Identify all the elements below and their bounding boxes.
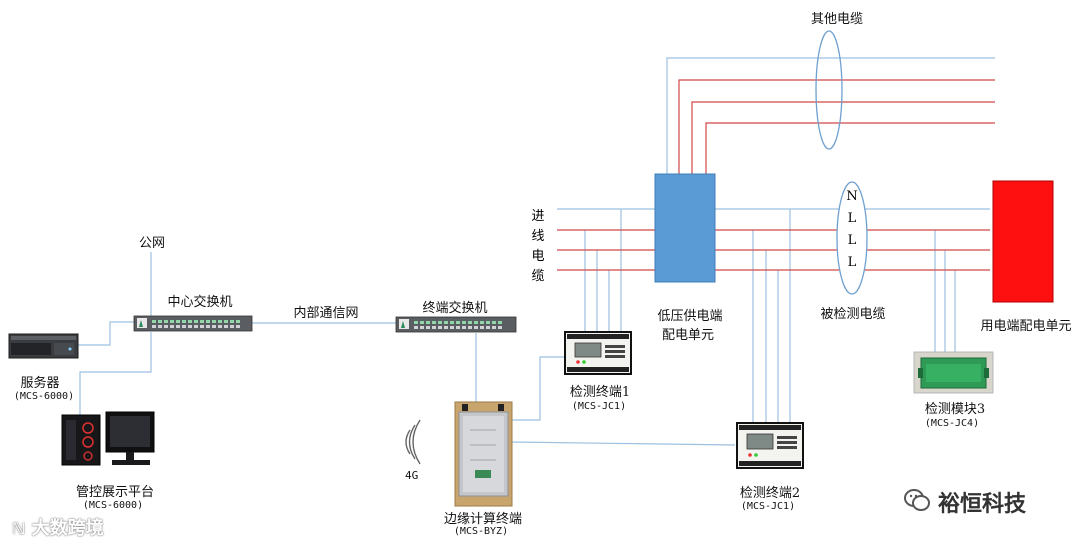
edge-terminal-model: (MCS-BYZ) [453, 526, 509, 537]
user-unit-label: 用电端配电单元 [980, 319, 1072, 334]
line-switch-to-server [78, 321, 134, 346]
detector-3-label: 检测模块3 [924, 402, 986, 417]
other-cable-ellipse [815, 30, 843, 150]
edge-terminal-device [454, 401, 513, 507]
server-device [8, 333, 79, 359]
other-cable-blue [666, 57, 995, 174]
console-device [61, 411, 155, 466]
inspected-cable-ellipse [836, 181, 868, 295]
watermark-logo-icon: ℕ [12, 519, 26, 538]
edge-terminal-label: 边缘计算终端 [443, 512, 523, 527]
user-distribution-unit [992, 180, 1054, 303]
incoming-cable-label: 进 线 电 缆 [531, 209, 545, 284]
signal-4g-icon [405, 419, 421, 465]
inspected-cable-label: 被检测电缆 [820, 307, 886, 322]
terminal-switch-device [395, 316, 517, 333]
internal-net-label: 内部通信网 [293, 306, 359, 321]
low-voltage-unit-label-1: 低压供电端 [657, 309, 723, 324]
phase-labels: N L L L [846, 189, 858, 270]
server-model: (MCS-6000) [13, 391, 75, 402]
terminal-switch-label: 终端交换机 [422, 301, 488, 316]
detector-1-device [564, 331, 632, 375]
detector-1-model: (MCS-JC1) [571, 401, 627, 412]
low-voltage-unit [654, 173, 716, 283]
line-switch-to-console [79, 332, 152, 420]
signal-4g-label: 4G [405, 469, 419, 482]
wechat-icon [904, 489, 930, 511]
server-label: 服务器 [20, 376, 60, 391]
detector-2-device [736, 422, 804, 469]
line-edge-to-det2 [510, 441, 736, 446]
detector-2-label: 检测终端2 [739, 486, 801, 501]
line-edge-to-det1 [511, 356, 568, 421]
public-net-label: 公网 [138, 236, 166, 251]
central-switch-label: 中心交换机 [167, 295, 233, 310]
detector-3-device [913, 351, 994, 394]
other-cable-label: 其他电缆 [810, 12, 864, 27]
watermark: ℕ 大数跨境 [12, 518, 104, 539]
detector-1-label: 检测终端1 [569, 385, 631, 400]
detector-2-model: (MCS-JC1) [740, 501, 796, 512]
detector-3-model: (MCS-JC4) [924, 418, 980, 429]
central-switch-device [133, 315, 253, 332]
console-label: 管控展示平台 [75, 485, 155, 500]
low-voltage-unit-label-2: 配电单元 [661, 328, 715, 343]
console-model: (MCS-6000) [82, 500, 144, 511]
brand-name: 裕恒科技 [938, 492, 1027, 517]
